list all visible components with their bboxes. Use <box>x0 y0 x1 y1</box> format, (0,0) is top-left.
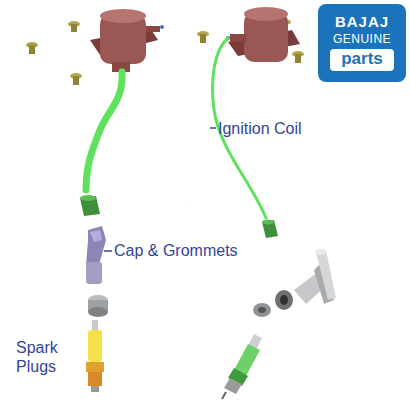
logo-text: BAJAJ <box>318 14 406 31</box>
part-label: Spark Plugs <box>16 338 72 376</box>
left-cap-grommets <box>80 195 108 317</box>
leader-line <box>104 250 112 252</box>
part-label: Ignition Coil <box>218 119 328 138</box>
right-cap-grommets <box>253 220 336 318</box>
right-spark-plug <box>222 334 262 399</box>
right-ignition-coil <box>197 7 304 63</box>
leader-line <box>210 127 216 129</box>
brand-logo: BAJAJ GENUINE parts <box>318 4 406 82</box>
left-hv-wire <box>86 72 122 190</box>
watermark-mark: · · · <box>188 205 194 210</box>
logo-text: GENUINE <box>318 33 406 46</box>
left-ignition-coil <box>26 9 164 85</box>
logo-text: parts <box>330 49 394 72</box>
left-spark-plug <box>86 320 104 392</box>
part-label: Cap & Grommets <box>114 241 244 260</box>
